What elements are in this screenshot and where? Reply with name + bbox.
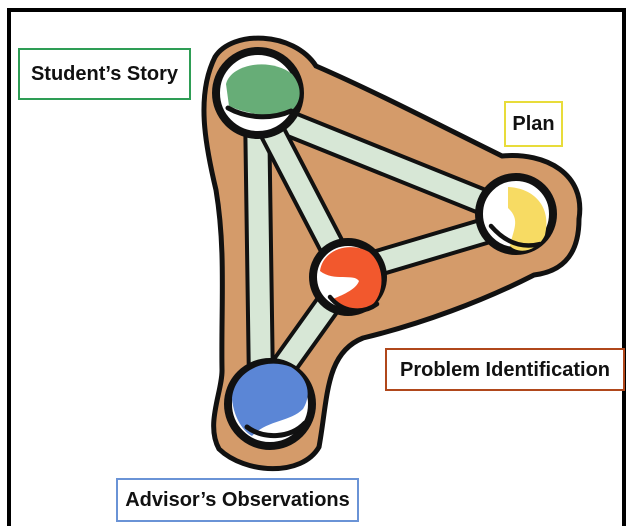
student-story-label-box: Student’s Story <box>18 48 191 100</box>
plan-node <box>475 173 557 255</box>
problem-identification-label-box: Problem Identification <box>385 348 625 391</box>
advisor-observations-node <box>224 358 316 450</box>
student-story-node <box>212 47 304 139</box>
plan-label-box: Plan <box>504 101 563 147</box>
student-story-label: Student’s Story <box>30 63 179 85</box>
problem-identification-node <box>309 238 387 316</box>
advisor-observations-label-box: Advisor’s Observations <box>116 478 359 522</box>
advisor-observations-label: Advisor’s Observations <box>125 489 350 511</box>
plan-label: Plan <box>512 113 555 135</box>
problem-identification-label: Problem Identification <box>399 358 611 381</box>
